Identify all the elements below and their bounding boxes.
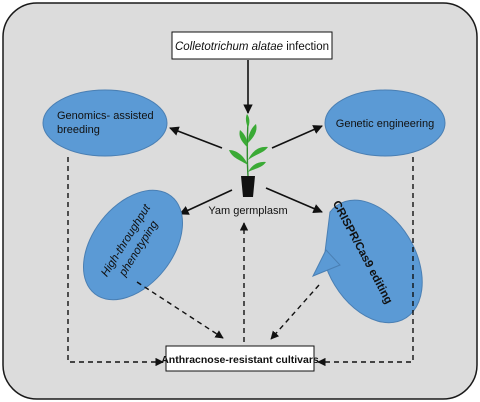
phenotyping-ellipse: High-throughput phenotyping: [82, 189, 184, 301]
genetic-engineering-label: Genetic engineering: [336, 118, 434, 130]
cultivars-label: Anthracnose-resistant cultivars: [161, 354, 319, 366]
arrow-plant-to-phenotyping: [179, 189, 233, 215]
infection-label: Colletotrichum alatae infection: [175, 41, 329, 53]
genomics-label-line1: Genomics- assisted: [57, 110, 154, 122]
arrow-plant-to-crispr: [265, 187, 323, 214]
arrow-plant-to-genomics: [169, 126, 223, 149]
yam-germplasm-label: Yam germplasm: [208, 205, 287, 217]
cultivars-box: Anthracnose-resistant cultivars: [161, 345, 319, 372]
dashed-arrow-phenotyping-to-cultivars: [136, 281, 224, 339]
genomics-ellipse: Genomics- assisted breeding: [42, 89, 168, 157]
infection-box: Colletotrichum alatae infection: [171, 31, 333, 60]
crispr-speech-bubble: CRISPR/Cas9 editing: [311, 199, 423, 324]
genomics-label-line2: breeding: [57, 124, 100, 136]
dashed-arrow-crispr-to-cultivars: [270, 284, 320, 340]
yam-plant-icon: [229, 114, 268, 197]
genetic-engineering-ellipse: Genetic engineering: [324, 89, 446, 157]
arrow-plant-to-genetic-engineering: [271, 125, 323, 149]
